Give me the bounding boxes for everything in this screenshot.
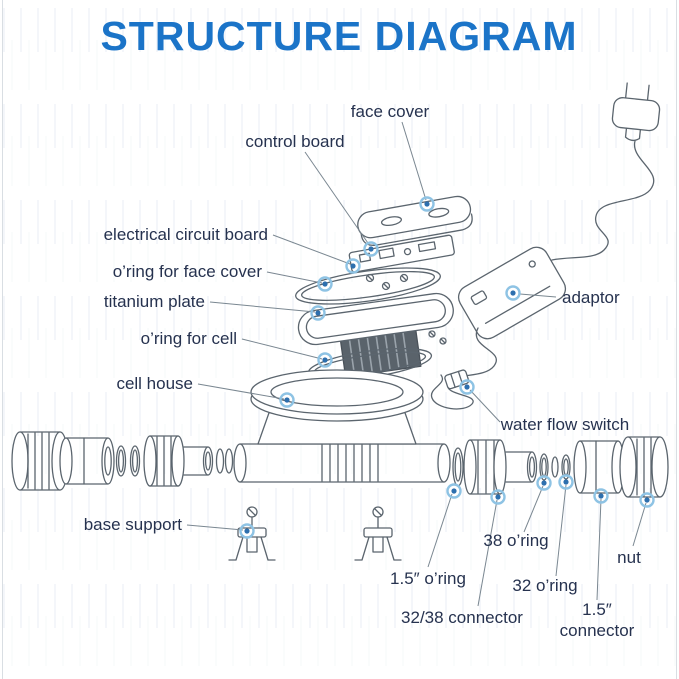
part-labels: face cover control board electrical circ… xyxy=(84,102,641,640)
control-board-drawing xyxy=(348,234,455,273)
marker-oring-38 xyxy=(536,475,552,491)
marker-oring-32 xyxy=(558,474,574,490)
water-flow-switch-drawing xyxy=(444,369,470,390)
left-orings-drawing xyxy=(115,445,141,477)
marker-adaptor xyxy=(505,285,521,301)
oring-face-cover-drawing xyxy=(295,267,441,305)
connector-3238-drawing xyxy=(463,439,538,495)
label-connector-3238: 32/38 connector xyxy=(401,608,523,627)
label-oring-15: 1.5″ o’ring xyxy=(390,569,466,588)
power-cable-upper xyxy=(551,140,655,261)
callout-markers xyxy=(239,196,655,539)
label-oring-face-cover: o’ring for face cover xyxy=(113,262,263,281)
marker-base-support xyxy=(239,523,255,539)
label-nut: nut xyxy=(617,548,641,567)
label-oring-38: 38 o’ring xyxy=(483,531,548,550)
marker-oring-face-cover xyxy=(317,276,333,292)
marker-control-board xyxy=(363,241,379,257)
marker-connector-3238 xyxy=(490,489,506,505)
left-connector-drawing xyxy=(59,437,115,485)
label-control-board: control board xyxy=(245,132,344,151)
marker-water-flow-switch xyxy=(459,379,475,395)
label-adaptor: adaptor xyxy=(562,288,620,307)
label-cell-house: cell house xyxy=(116,374,193,393)
marker-titanium-plate xyxy=(310,305,326,321)
page-title: STRUCTURE DIAGRAM xyxy=(100,13,577,59)
left-small-rings-drawing xyxy=(215,448,234,474)
leader-lines xyxy=(186,121,647,607)
marker-cell-house xyxy=(279,392,295,408)
label-base-support: base support xyxy=(84,515,183,534)
label-electrical-circuit-board: electrical circuit board xyxy=(104,225,268,244)
base-support-right-drawing xyxy=(354,506,402,561)
marker-oring-15 xyxy=(446,483,462,499)
marker-face-cover xyxy=(419,196,435,212)
face-cover-drawing xyxy=(357,195,473,246)
marker-oring-cell xyxy=(317,352,333,368)
screws-drawing xyxy=(365,273,447,345)
power-plug-drawing xyxy=(611,82,661,142)
label-connector-15-line2: connector xyxy=(560,621,635,640)
marker-connector-15 xyxy=(593,488,609,504)
label-face-cover: face cover xyxy=(351,102,430,121)
marker-nut xyxy=(639,492,655,508)
left-union-connector-drawing xyxy=(143,435,214,487)
nut-right-drawing xyxy=(619,436,669,498)
label-water-flow-switch: water flow switch xyxy=(500,415,629,434)
label-oring-cell: o’ring for cell xyxy=(141,329,237,348)
label-connector-15-line1: 1.5″ xyxy=(582,600,612,619)
titanium-plate-drawing xyxy=(297,292,454,378)
label-titanium-plate: titanium plate xyxy=(104,292,205,311)
label-oring-32: 32 o’ring xyxy=(512,576,577,595)
power-cable-lower xyxy=(430,327,497,410)
marker-circuit-board xyxy=(345,258,361,274)
